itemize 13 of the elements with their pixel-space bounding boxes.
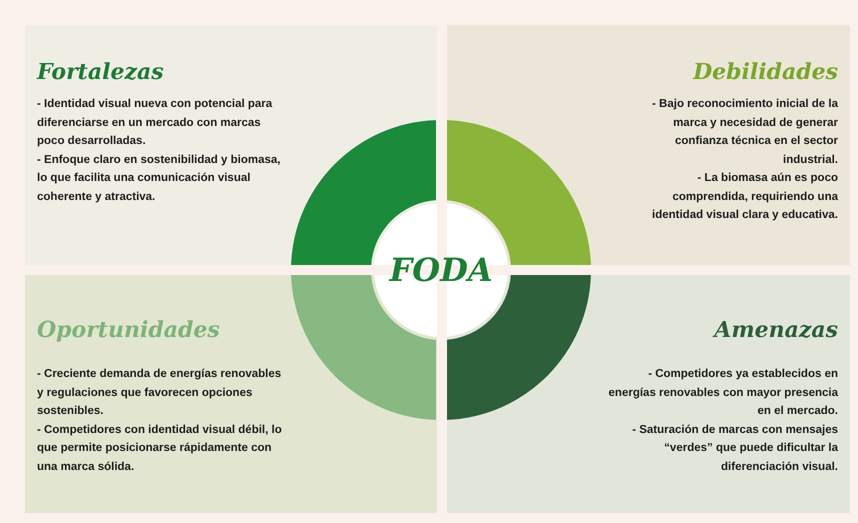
heading: Fortalezas — [37, 59, 164, 85]
bullet-text: - Bajo reconocimiento inicial de la marca y necesidad de generar confianza técnica en el sector industrial. — [651, 97, 838, 168]
heading: Oportunidades — [37, 317, 220, 343]
bullet-text: - Creciente demanda de energías renovables y regulaciones que favorecen opciones sostenibles. — [37, 367, 282, 419]
bullet-text: - La biomasa aún es poco comprendida, requiriendo una identidad visual clara y educativa. — [651, 171, 838, 223]
heading: Debilidades — [693, 59, 838, 85]
bullet-text: - Saturación de marcas con mensajes “verdes” que puede dificultar la diferenciación visual. — [631, 422, 838, 474]
bullet-text: - Competidores ya establecidos en energías renovables con mayor presencia en el mercado. — [608, 367, 838, 419]
bullet-text: - Enfoque claro en sostenibilidad y biomasa, lo que facilita una comunicación visual coherente y atractiva. — [37, 152, 282, 204]
center-title: FODA — [390, 251, 493, 289]
bullet-text: - Competidores con identidad visual débil, lo que permite posicionarse rápidamente con una marca sólida. — [37, 422, 282, 474]
heading: Amenazas — [714, 317, 838, 343]
bullet-text: - Identidad visual nueva con potencial para diferenciarse en un mercado con marcas poco desarrolladas. — [37, 97, 274, 149]
